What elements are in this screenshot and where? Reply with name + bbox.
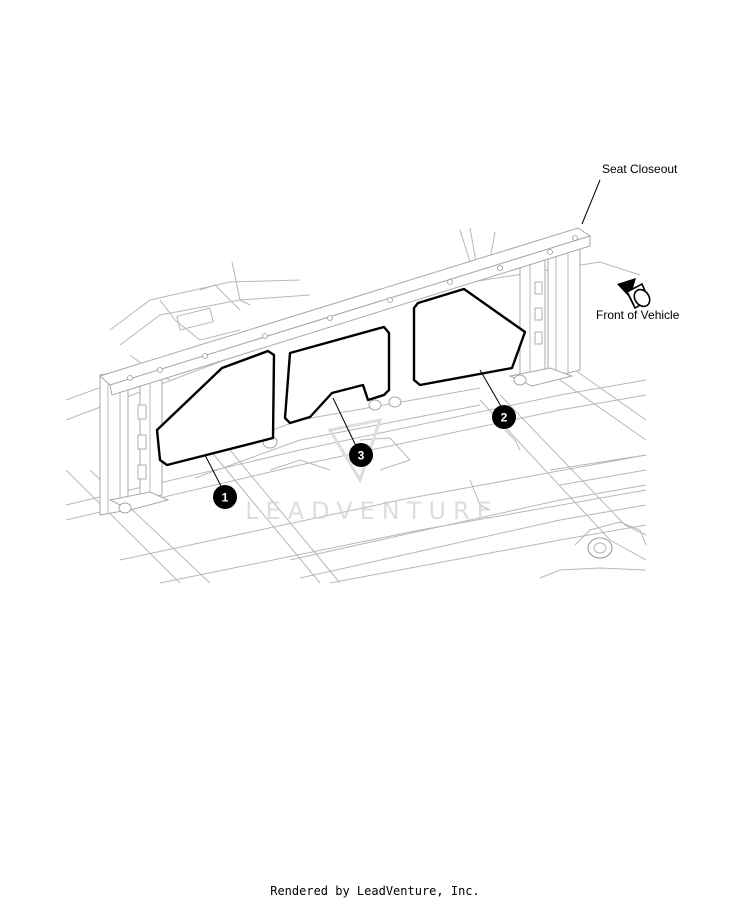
pad-3 — [283, 325, 391, 425]
front-of-vehicle-label: Front of Vehicle — [596, 308, 680, 322]
seat-closeout-label: Seat Closeout — [602, 162, 678, 176]
callout-1-text: 1 — [222, 491, 229, 505]
frame-posts — [99, 231, 581, 516]
watermark: LEADVENTURE — [245, 418, 499, 525]
vehicle-frame — [65, 227, 647, 584]
callout-1: 1 — [213, 485, 237, 509]
watermark-text: LEADVENTURE — [245, 497, 499, 525]
callout-3-text: 3 — [358, 449, 365, 463]
seat-closeout-bar — [99, 227, 592, 396]
footer-credit: Rendered by LeadVenture, Inc. — [270, 884, 480, 898]
callout-2: 2 — [492, 405, 516, 429]
leader-lines — [204, 179, 601, 489]
front-of-vehicle-arrow-icon — [617, 278, 651, 310]
pad-2 — [412, 287, 527, 387]
pad-1 — [155, 349, 276, 467]
callout-2-text: 2 — [501, 411, 508, 425]
callout-3: 3 — [349, 443, 373, 467]
